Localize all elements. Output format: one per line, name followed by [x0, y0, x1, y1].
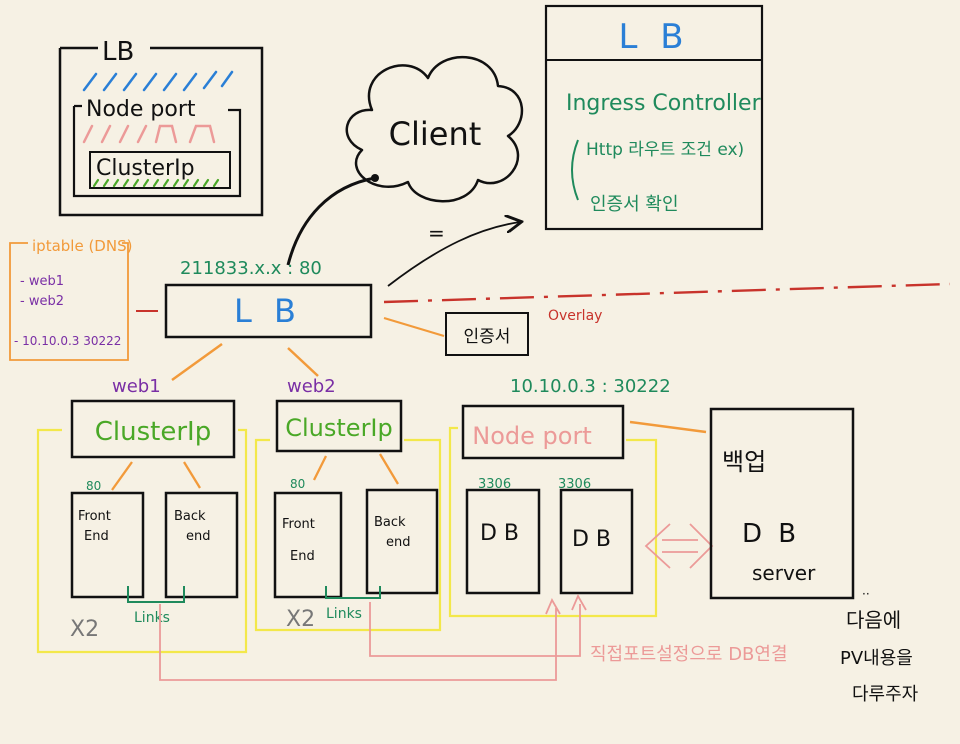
web1-frontend-box [70, 491, 145, 599]
web1-group: web1 ClusterIp 80 Front End Back end X2 … [36, 376, 248, 654]
direct-connection-note: 직접포트설정으로 DB연결 [590, 644, 788, 665]
pv-note-dots: ·· [862, 587, 870, 601]
direct-db-connection-lines [159, 593, 587, 681]
web2-cluster-ip-label: ClusterIp [285, 414, 393, 442]
client-cloud: Client [345, 56, 524, 203]
legend-node-port-label: Node port [86, 97, 196, 122]
lb-to-web1-line [171, 342, 223, 382]
ingress-http-route-label: Http 라우트 조건 ex) [586, 140, 744, 160]
lb-to-cert-line [383, 316, 445, 338]
db2-label: D B [572, 527, 611, 552]
cert-label: 인증서 [464, 327, 511, 347]
iptable-item-web2: - web2 [20, 294, 64, 309]
db2-box [559, 488, 634, 595]
equals-sign: = [428, 221, 445, 245]
web2-frontend-line1: Front [282, 517, 315, 532]
iptable-item-nodeport: - 10.10.0.3 30222 [14, 334, 121, 348]
web2-links-label: Links [326, 606, 362, 622]
web2-tag: web2 [287, 376, 336, 397]
legend-cluster-ip-label: ClusterIp [96, 156, 195, 181]
legend-box: LB Node port ClusterIp [58, 37, 264, 217]
db1-label: D B [480, 521, 519, 546]
web1-replicas-label: X2 [70, 617, 99, 642]
pv-note: ·· 다음에 PV내용을 다루주자 [840, 587, 919, 705]
web1-frontend-line2: End [84, 529, 109, 544]
web2-frontend-line2: End [290, 549, 315, 564]
nodeport-to-backup-line [629, 420, 707, 434]
pv-note-line3: 다루주자 [852, 684, 919, 705]
web1-backend-line1: Back [174, 509, 206, 524]
web2-port-label: 80 [290, 477, 305, 491]
web1-tag: web1 [112, 376, 161, 397]
legend-pink-hatching [82, 124, 216, 144]
db2-port-label: 3306 [558, 477, 591, 492]
backup-server-label: server [752, 561, 816, 585]
pv-note-line2: PV내용을 [840, 648, 913, 669]
pv-note-line1: 다음에 [846, 608, 901, 632]
legend-blue-hatching [82, 70, 234, 92]
web1-backend-line2: end [186, 529, 211, 544]
lb-to-ingress-arrow [387, 222, 520, 287]
cert-box: 인증서 [445, 312, 529, 356]
db-node-port-address: 10.10.0.3 : 30222 [510, 376, 671, 397]
ingress-controller-label: Ingress Controller [566, 91, 762, 116]
web2-replicas-label: X2 [286, 607, 315, 632]
web1-cluster-ip-label: ClusterIp [95, 417, 211, 447]
ingress-lb-title: L B [618, 17, 689, 57]
iptable-title: iptable (DNS) [32, 237, 132, 255]
backup-db-server-box: 백업 D B server [709, 407, 855, 600]
db-group: 10.10.0.3 : 30222 Node port 3306 3306 D … [448, 376, 671, 618]
iptable-item-web1: - web1 [20, 274, 64, 289]
client-label: Client [389, 115, 482, 153]
lb-address: 211833.x.x : 80 [180, 258, 322, 279]
iptable-box: iptable (DNS) - web1 - web2 - 10.10.0.3 … [9, 237, 132, 361]
web2-frontend-box [273, 491, 343, 599]
legend-lb-label: LB [102, 37, 134, 67]
web2-backend-line1: Back [374, 515, 406, 530]
lb-to-web2-line [287, 347, 319, 377]
db-backup-double-arrow [644, 523, 714, 569]
db1-box [465, 488, 541, 595]
web1-port-label: 80 [86, 479, 101, 493]
main-lb-label: L B [234, 292, 302, 330]
legend-green-hatching [92, 178, 220, 188]
ingress-lb-box: L B Ingress Controller Http 라우트 조건 ex) 인… [544, 4, 764, 231]
ingress-cert-check-label: 인증서 확인 [590, 194, 679, 215]
overlay-label: Overlay [548, 308, 602, 324]
backup-db-label: D B [742, 519, 800, 549]
overlay-line [383, 282, 951, 304]
web1-backend-box [164, 491, 239, 599]
backup-title: 백업 [722, 448, 766, 476]
client-to-lb-line [286, 176, 376, 266]
main-lb-box: L B [164, 283, 373, 339]
client-line-dot [371, 174, 379, 182]
web1-links-label: Links [134, 610, 170, 626]
web1-frontend-line1: Front [78, 509, 111, 524]
db1-port-label: 3306 [478, 477, 511, 492]
db-node-port-label: Node port [472, 422, 591, 450]
web2-backend-box [365, 488, 439, 595]
web2-backend-line2: end [386, 535, 411, 550]
web2-group: web2 ClusterIp 80 Front End Back end X2 … [254, 376, 442, 632]
